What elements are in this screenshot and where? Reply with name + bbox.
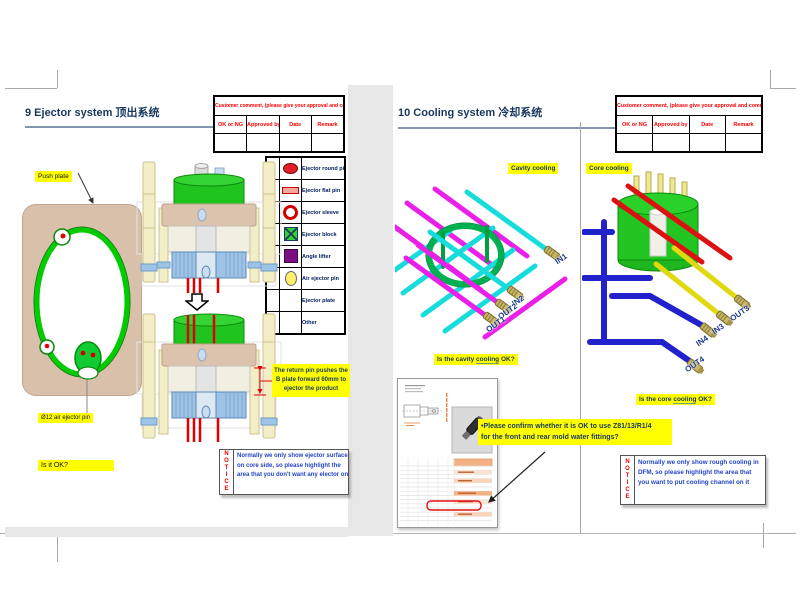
question-text: OK? <box>499 356 515 363</box>
cell-empty <box>615 133 653 153</box>
angle-lifter-symbol <box>279 245 302 268</box>
customer-comment-title: Customer comment, (please give your appr… <box>615 95 763 116</box>
fitting-datasheet-thumbnail <box>397 378 498 528</box>
core-cooling-question: Is the core cooling OK? <box>636 394 715 405</box>
cavity-cooling-question: Is the cavity cooling OK? <box>434 354 518 365</box>
notice-line: DFM, so please highlight the area that <box>638 469 752 477</box>
crop-mark-bottom-left <box>57 537 58 562</box>
water-fittings <box>686 294 752 375</box>
col-remark: Remark <box>311 115 345 134</box>
crop-mark-bottom-right-h <box>768 533 796 534</box>
legend-row: Ejector plate <box>265 289 346 312</box>
mold-section-before-ejection <box>136 161 282 293</box>
cell-empty <box>725 133 763 153</box>
col-remark: Remark <box>725 115 763 134</box>
notice-line: Normally we only show ejector surface <box>237 453 348 459</box>
ejector-title-rule <box>25 126 345 128</box>
legend-label: Ejector plate <box>301 289 346 312</box>
crop-mark-top-left-h <box>5 88 57 89</box>
notice-line: area that you don't want any elector on … <box>237 472 348 479</box>
question-text: Is the cavity <box>437 356 477 363</box>
notice-text: Normally we only show ejector surface on… <box>234 450 348 494</box>
core-cooling-label: Core cooling <box>586 163 632 174</box>
cell-empty <box>688 133 726 153</box>
cooling-page-title: 10 Cooling system 冷却系统 <box>398 107 543 119</box>
return-pin-note: The return pin pushes the B plate forwar… <box>272 364 350 397</box>
core-cooling-drawing <box>582 171 752 375</box>
crop-mark-top-right <box>770 70 771 88</box>
air-ejector-pin-label: Ø12 air ejector pin <box>38 413 94 423</box>
legend-label: Other <box>301 311 346 335</box>
crop-mark-bottom-right <box>763 523 764 548</box>
page-gap <box>348 85 393 536</box>
col-date: Date <box>688 115 726 134</box>
customer-comment-table-right: Customer comment, (please give your appr… <box>615 95 763 153</box>
cooling-notice-box: NOTICE Normally we only show rough cooli… <box>620 455 766 505</box>
notice-tag: NOTICE <box>220 450 234 494</box>
left-page-bottom-shadow <box>5 527 348 537</box>
cavity-cooling-label: Cavity cooling <box>508 163 559 174</box>
notice-line: on core side, so please highlight the <box>237 462 341 469</box>
push-plate-label: Push plate <box>35 171 72 182</box>
mold-section-after-ejection <box>136 313 282 442</box>
notice-tag: NOTICE <box>621 456 635 504</box>
empty-symbol <box>279 289 302 312</box>
col-ok-or-ng: OK or NG <box>615 115 653 134</box>
ejector-page-title: 9 Ejector system 顶出系统 <box>25 107 160 119</box>
customer-comment-table-left: Customer comment, (please give your appr… <box>213 95 345 153</box>
fitting-note-line: for the front and rear mold water fittin… <box>481 434 619 442</box>
notice-line: you want to put cooling channel on it <box>638 479 750 487</box>
water-fittings <box>482 245 562 327</box>
crop-mark-top-left <box>57 70 58 88</box>
right-page-bottom-edge <box>393 533 768 534</box>
fitting-confirm-note: •Please confirm whether it is OK to use … <box>478 419 672 446</box>
ejector-block-symbol <box>279 223 302 246</box>
cooling-section-divider <box>580 122 581 533</box>
fitting-note-line: •Please confirm whether it is OK to use … <box>481 423 652 430</box>
cell-empty <box>652 133 690 153</box>
ejector-flat-pin-symbol <box>279 179 302 202</box>
ejector-surface-drawing <box>33 172 131 413</box>
highlighted-fitting-row <box>426 500 482 511</box>
notice-line: Normally we only show rough cooling in <box>638 459 759 466</box>
cell-empty <box>311 133 345 153</box>
fitting-datasheet-graphic <box>400 385 493 525</box>
notice-text: Normally we only show rough cooling in D… <box>635 456 762 504</box>
ejector-sleeve-symbol <box>279 201 302 224</box>
question-text: OK? <box>696 396 712 403</box>
crop-mark-top-right-h <box>770 88 796 89</box>
ejector-notice-box: NOTICE Normally we only show ejector sur… <box>219 449 349 495</box>
col-ok-or-ng: OK or NG <box>213 115 247 134</box>
empty-symbol <box>279 311 302 335</box>
arrow-down-icon <box>185 293 209 311</box>
question-em: cooling <box>476 356 500 364</box>
question-em: cooling <box>673 396 697 404</box>
legend-label: Ejector sleeve <box>301 201 346 224</box>
col-approved-by: Approved by <box>652 115 690 134</box>
is-it-ok-label: Is it OK? <box>38 460 114 471</box>
cavity-cooling-drawing <box>395 186 568 340</box>
question-text: Is the core <box>639 396 674 403</box>
air-ejector-pin-symbol <box>279 267 302 290</box>
